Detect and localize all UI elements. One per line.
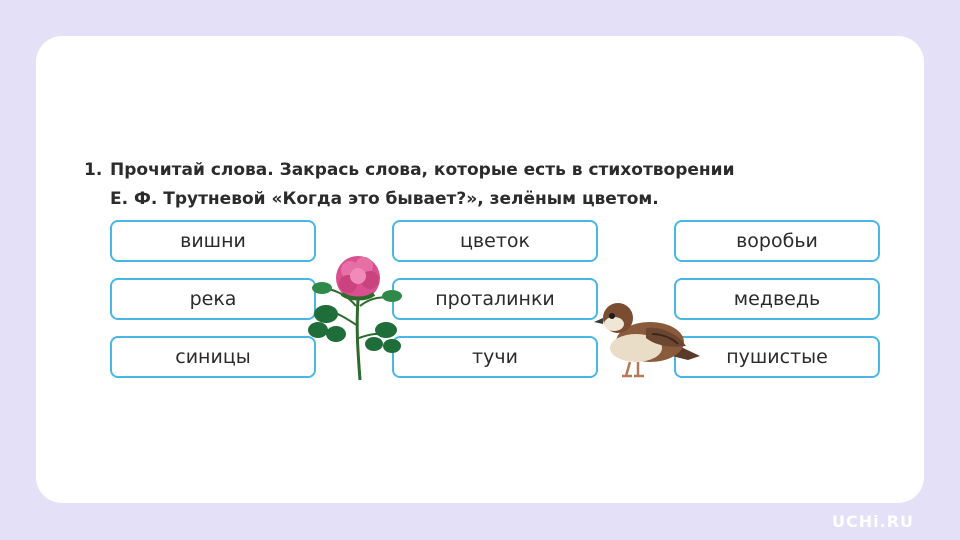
uchi-ru-logo: UCHi.RU	[832, 512, 914, 531]
word-box-vorobi[interactable]: воробьи	[674, 220, 880, 262]
word-box-sinitsy[interactable]: синицы	[110, 336, 316, 378]
task-number: 1.	[84, 160, 103, 180]
task-card	[36, 36, 924, 503]
word-box-pushistye[interactable]: пушистые	[674, 336, 880, 378]
word-box-medved[interactable]: медведь	[674, 278, 880, 320]
word-box-tsvetok[interactable]: цветок	[392, 220, 598, 262]
word-box-reka[interactable]: река	[110, 278, 316, 320]
sparrow-illustration	[594, 303, 700, 378]
word-box-vishni[interactable]: вишни	[110, 220, 316, 262]
task-text-line-2: Е. Ф. Трутневой «Когда это бывает?», зел…	[110, 189, 659, 209]
word-box-protalinki[interactable]: проталинки	[392, 278, 598, 320]
task-text: Прочитай слова. Закрась слова, которые е…	[110, 156, 870, 214]
word-box-tuchi[interactable]: тучи	[392, 336, 598, 378]
task-text-line-1: Прочитай слова. Закрась слова, которые е…	[110, 160, 735, 180]
clover-flower-illustration	[308, 256, 402, 381]
